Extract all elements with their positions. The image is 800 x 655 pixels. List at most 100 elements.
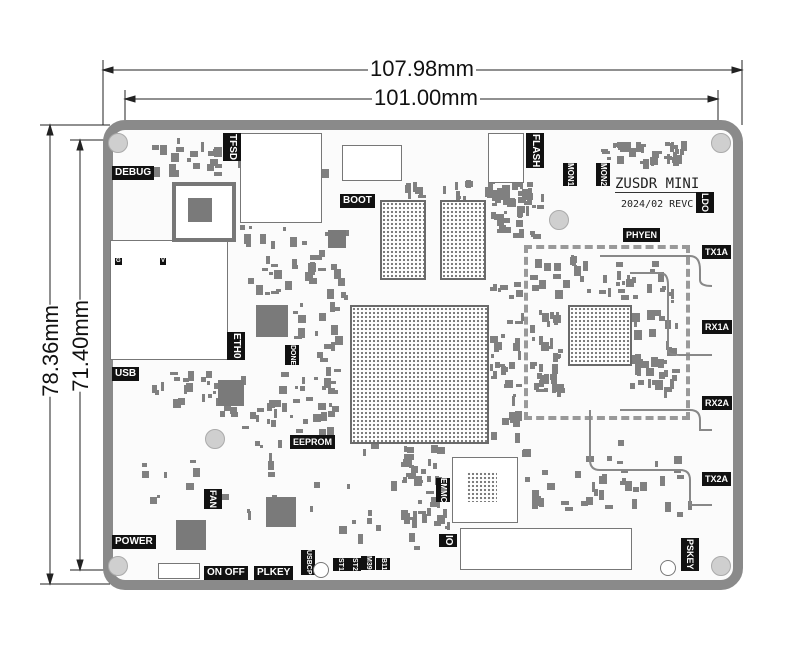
smd-pad — [591, 481, 595, 492]
smd-pad — [275, 400, 282, 408]
smd-pad — [532, 284, 540, 291]
mounting-hole — [108, 133, 128, 153]
smd-pad — [599, 490, 605, 501]
smd-pad — [521, 449, 528, 457]
smd-pad — [650, 363, 658, 368]
smd-pad — [497, 363, 506, 367]
smd-pad — [324, 378, 332, 389]
smd-pad — [202, 393, 206, 402]
smd-pad — [257, 408, 265, 413]
smd-pad — [648, 313, 652, 320]
smd-pad — [658, 272, 665, 283]
smd-pad — [512, 232, 519, 238]
smd-pad — [270, 420, 276, 428]
smd-pad — [541, 389, 546, 393]
smd-pad — [291, 264, 298, 269]
smd-pad — [454, 182, 458, 191]
smd-pad — [240, 225, 246, 231]
smd-pad — [498, 225, 506, 230]
power-switch[interactable] — [158, 563, 200, 579]
smd-pad — [514, 411, 522, 422]
smd-pad — [406, 186, 410, 194]
smd-pad — [605, 505, 614, 510]
smd-pad — [200, 376, 206, 382]
smd-pad — [649, 329, 657, 338]
flash-chip — [488, 133, 524, 183]
smd-pad — [559, 384, 564, 392]
smd-pad — [427, 458, 431, 466]
smd-pad — [515, 220, 522, 226]
smd-pad — [525, 477, 531, 483]
smd-pad — [496, 188, 505, 193]
smd-pad — [163, 471, 167, 478]
smd-pad — [606, 455, 612, 461]
smd-pad — [634, 358, 643, 368]
smd-pad — [318, 249, 325, 257]
smd-pad — [141, 470, 149, 478]
smd-pad — [557, 349, 563, 354]
smd-pad — [300, 386, 305, 392]
smd-pad — [465, 180, 474, 187]
smd-pad — [317, 268, 326, 272]
smd-pad — [268, 400, 275, 409]
smd-pad — [573, 265, 581, 276]
smd-pad — [509, 414, 518, 423]
smd-pad — [626, 274, 630, 280]
smd-pad — [343, 230, 350, 237]
smd-pad — [243, 233, 251, 244]
label-fan: FAN — [204, 489, 222, 509]
smd-pad — [601, 151, 610, 155]
ethernet-jack — [110, 240, 228, 360]
smd-pad — [300, 303, 304, 308]
smd-pad — [411, 465, 419, 473]
smd-pad — [494, 361, 500, 368]
smd-pad — [655, 461, 659, 468]
smd-pad — [534, 258, 542, 268]
smd-pad — [552, 354, 561, 359]
smd-pad — [408, 192, 412, 199]
smd-pad — [607, 288, 611, 298]
smd-pad — [555, 311, 559, 321]
smd-pad — [607, 157, 612, 161]
smd-pad — [293, 335, 302, 339]
smd-pad — [294, 386, 298, 390]
smd-pad — [151, 144, 159, 150]
smd-pad — [530, 274, 539, 280]
smd-pad — [293, 310, 299, 314]
plkey-button[interactable] — [313, 562, 329, 578]
smd-pad — [632, 295, 638, 300]
smd-pad — [495, 194, 502, 204]
smd-pad — [616, 460, 623, 464]
smd-pad — [444, 525, 449, 529]
smd-pad — [527, 192, 533, 202]
smd-pad — [508, 362, 515, 370]
smd-pad — [490, 376, 494, 380]
smd-pad — [649, 269, 655, 275]
smd-pad — [284, 281, 292, 291]
smd-pad — [490, 211, 496, 219]
smd-pad — [308, 278, 317, 285]
smd-pad — [432, 463, 437, 470]
board-revision: 2024/02 REVC — [621, 199, 694, 210]
smd-pad — [653, 309, 662, 316]
mounting-hole — [711, 133, 731, 153]
smd-pad — [290, 414, 294, 418]
smd-pad — [327, 289, 335, 300]
smd-pad — [268, 271, 273, 275]
smd-pad — [676, 154, 683, 164]
smd-pad — [313, 376, 318, 380]
smd-pad — [663, 392, 667, 399]
smd-pad — [541, 470, 548, 476]
smd-pad — [304, 271, 313, 281]
smd-pad — [598, 475, 607, 484]
smd-pad — [409, 532, 416, 542]
smd-pad — [455, 192, 459, 200]
smd-pad — [500, 284, 509, 290]
smd-pad — [315, 330, 318, 336]
smd-pad — [317, 403, 326, 411]
pskey-button[interactable] — [660, 560, 676, 576]
smd-pad — [249, 411, 256, 419]
smd-pad — [265, 255, 270, 264]
smd-pad — [264, 291, 270, 295]
